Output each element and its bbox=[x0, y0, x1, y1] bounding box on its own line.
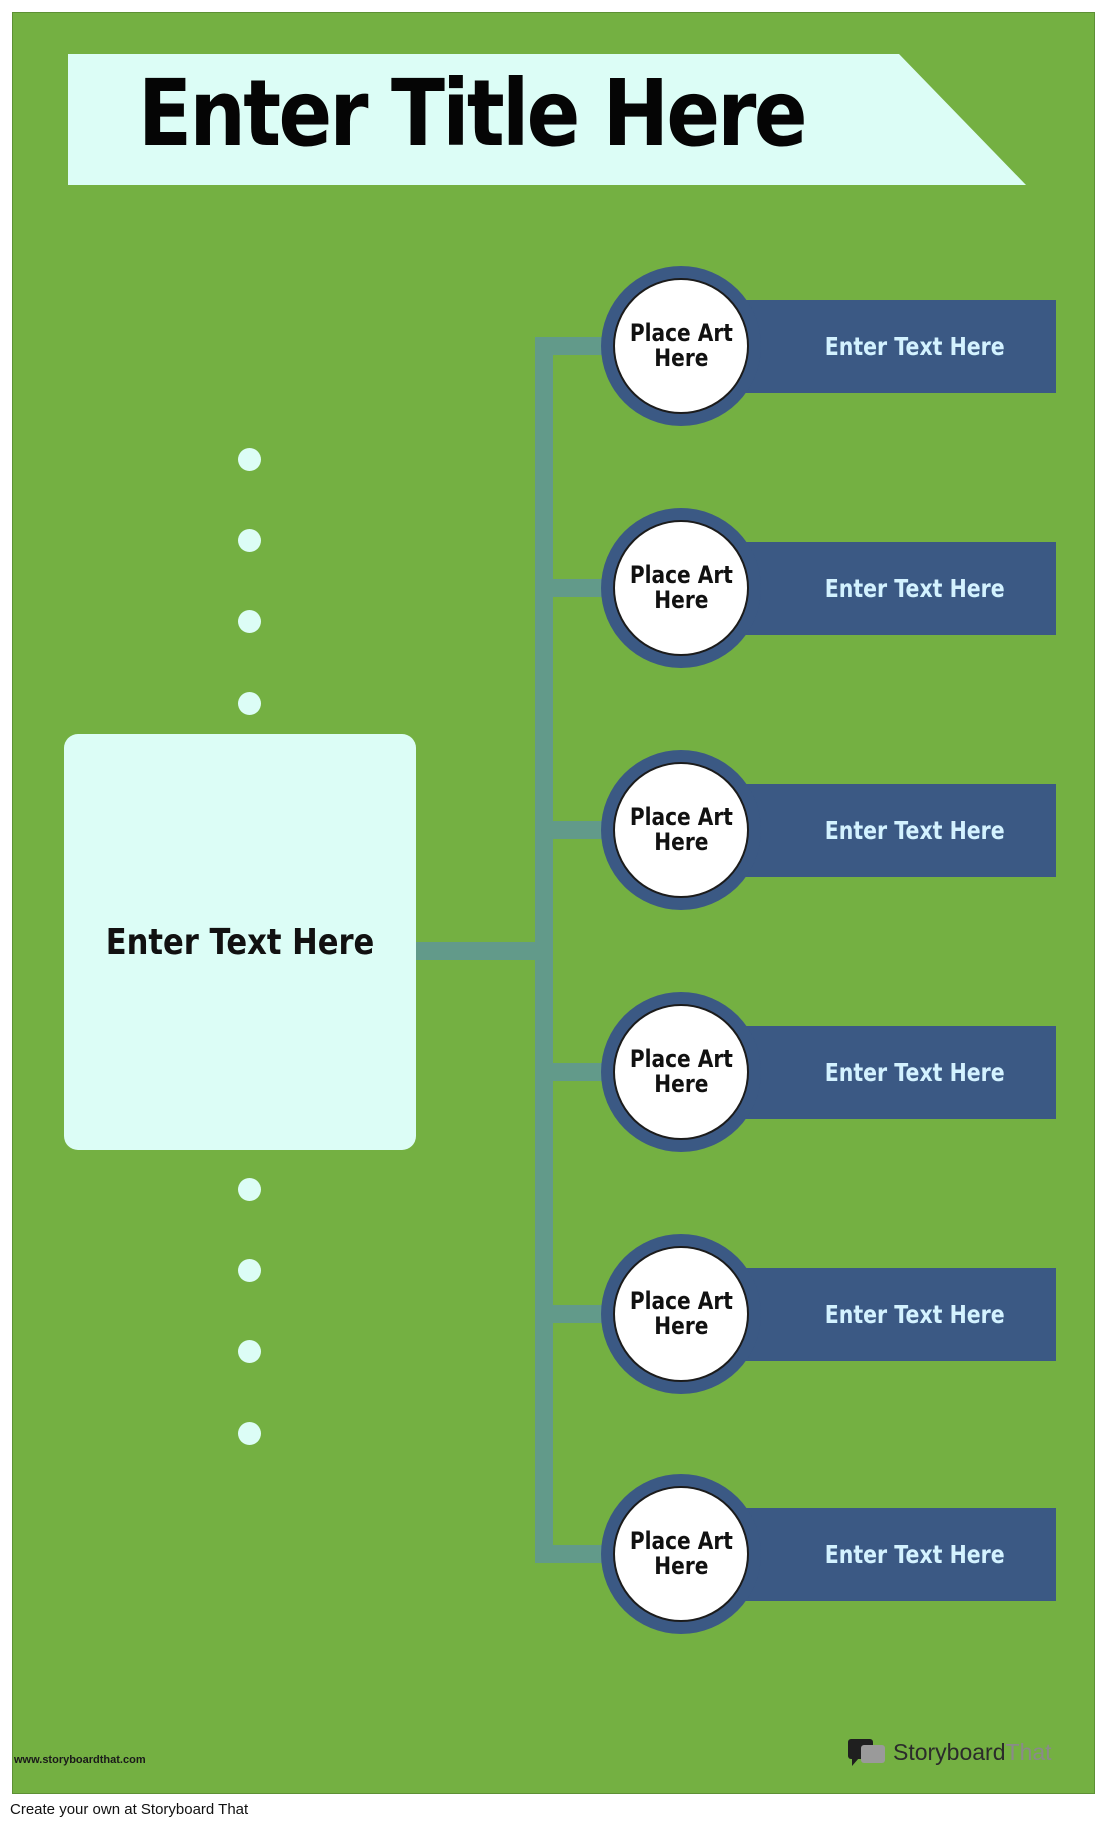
art-placeholder-label: Place Art Here bbox=[629, 1045, 733, 1098]
logo-text-that: That bbox=[1005, 1738, 1052, 1765]
decorative-dot bbox=[238, 610, 261, 633]
item-row-3: Enter Text Here Place Art Here bbox=[601, 750, 1056, 910]
item-row-6: Enter Text Here Place Art Here bbox=[601, 1474, 1056, 1634]
art-placeholder[interactable]: Place Art Here bbox=[613, 1004, 749, 1140]
title-banner-shape bbox=[68, 54, 1026, 185]
item-row-4: Enter Text Here Place Art Here bbox=[601, 992, 1056, 1152]
art-placeholder-label: Place Art Here bbox=[629, 319, 733, 372]
art-placeholder[interactable]: Place Art Here bbox=[613, 1246, 749, 1382]
decorative-dot bbox=[238, 448, 261, 471]
decorative-dot bbox=[238, 529, 261, 552]
storyboardthat-logo[interactable]: Storyboard That bbox=[847, 1734, 1052, 1770]
speech-bubble-icon bbox=[848, 1739, 885, 1766]
main-box-text: Enter Text Here bbox=[105, 921, 375, 963]
title-banner: Enter Title Here bbox=[68, 54, 1026, 185]
art-ring: Place Art Here bbox=[601, 1234, 761, 1394]
art-placeholder[interactable]: Place Art Here bbox=[613, 1486, 749, 1622]
art-placeholder-label: Place Art Here bbox=[629, 1527, 733, 1580]
page-title[interactable]: Enter Title Here bbox=[138, 60, 808, 167]
decorative-dot bbox=[238, 1259, 261, 1282]
decorative-dot bbox=[238, 1340, 261, 1363]
art-placeholder[interactable]: Place Art Here bbox=[613, 520, 749, 656]
art-placeholder-label: Place Art Here bbox=[629, 803, 733, 856]
decorative-dot bbox=[238, 692, 261, 715]
item-text: Enter Text Here bbox=[824, 1058, 1005, 1087]
decorative-dot bbox=[238, 1422, 261, 1445]
art-ring: Place Art Here bbox=[601, 266, 761, 426]
art-placeholder-label: Place Art Here bbox=[629, 561, 733, 614]
art-placeholder[interactable]: Place Art Here bbox=[613, 762, 749, 898]
item-text: Enter Text Here bbox=[824, 1540, 1005, 1569]
art-ring: Place Art Here bbox=[601, 508, 761, 668]
create-your-own-caption[interactable]: Create your own at Storyboard That bbox=[10, 1801, 249, 1818]
art-ring: Place Art Here bbox=[601, 1474, 761, 1634]
logo-text-storyboard: Storyboard bbox=[893, 1738, 1006, 1765]
art-ring: Place Art Here bbox=[601, 992, 761, 1152]
item-row-1: Enter Text Here Place Art Here bbox=[601, 266, 1056, 426]
decorative-dot bbox=[238, 1178, 261, 1201]
item-text: Enter Text Here bbox=[824, 1300, 1005, 1329]
art-placeholder-label: Place Art Here bbox=[629, 1287, 733, 1340]
art-ring: Place Art Here bbox=[601, 750, 761, 910]
main-text-box[interactable]: Enter Text Here bbox=[64, 734, 416, 1150]
item-text: Enter Text Here bbox=[824, 574, 1005, 603]
item-row-5: Enter Text Here Place Art Here bbox=[601, 1234, 1056, 1394]
item-text: Enter Text Here bbox=[824, 332, 1005, 361]
art-placeholder[interactable]: Place Art Here bbox=[613, 278, 749, 414]
footer-url[interactable]: www.storyboardthat.com bbox=[14, 1754, 146, 1766]
item-text: Enter Text Here bbox=[824, 816, 1005, 845]
item-row-2: Enter Text Here Place Art Here bbox=[601, 508, 1056, 668]
